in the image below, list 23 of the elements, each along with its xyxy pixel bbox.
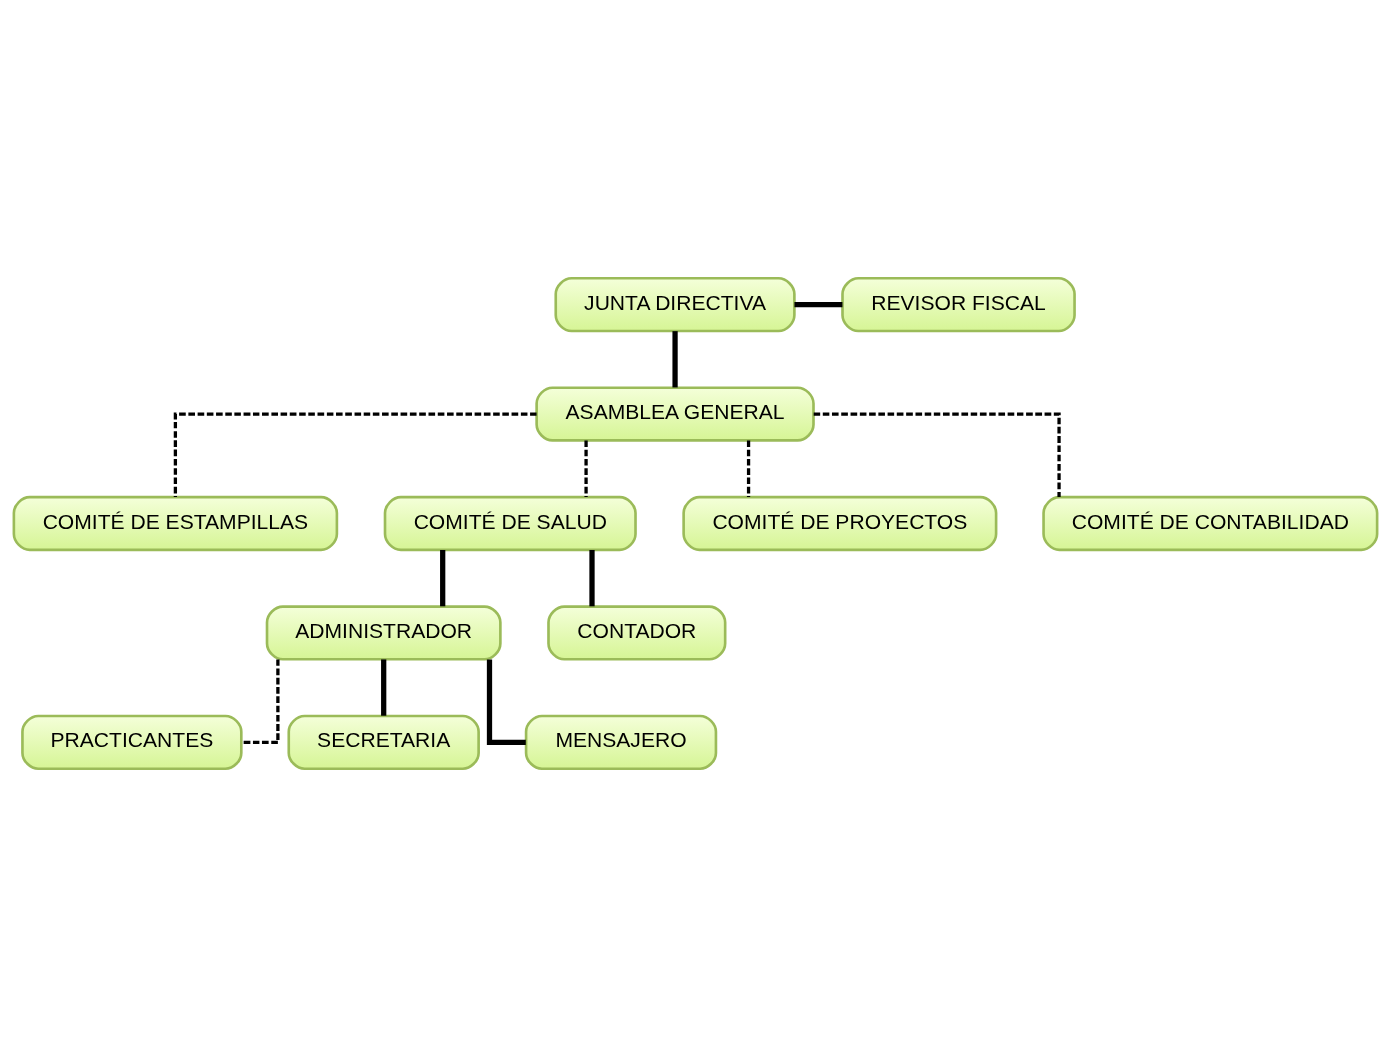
node-box: COMITÉ DE ESTAMPILLAS — [12, 495, 339, 551]
node-box: COMITÉ DE CONTABILIDAD — [1042, 495, 1379, 551]
connector — [486, 658, 526, 745]
node-box: CONTADOR — [547, 604, 727, 661]
node-box: REVISOR FISCAL — [841, 276, 1076, 332]
node-box: SECRETARIA — [287, 714, 480, 770]
connector — [794, 301, 843, 307]
node-box: COMITÉ DE PROYECTOS — [682, 495, 998, 551]
node-box: PRACTICANTES — [21, 714, 243, 770]
connector — [589, 549, 595, 606]
node-box: ADMINISTRADOR — [265, 604, 502, 661]
node-box: COMITÉ DE SALUD — [383, 495, 637, 551]
connector — [241, 658, 280, 744]
node-box: JUNTA DIRECTIVA — [554, 276, 796, 332]
connector — [813, 411, 1061, 497]
connector — [584, 440, 588, 497]
connector — [440, 549, 446, 606]
node-box: MENSAJERO — [524, 714, 718, 770]
node-box: ASAMBLEA GENERAL — [535, 385, 815, 442]
connector — [173, 411, 537, 497]
connector — [746, 440, 751, 497]
connector — [672, 330, 678, 387]
connector — [381, 658, 387, 716]
